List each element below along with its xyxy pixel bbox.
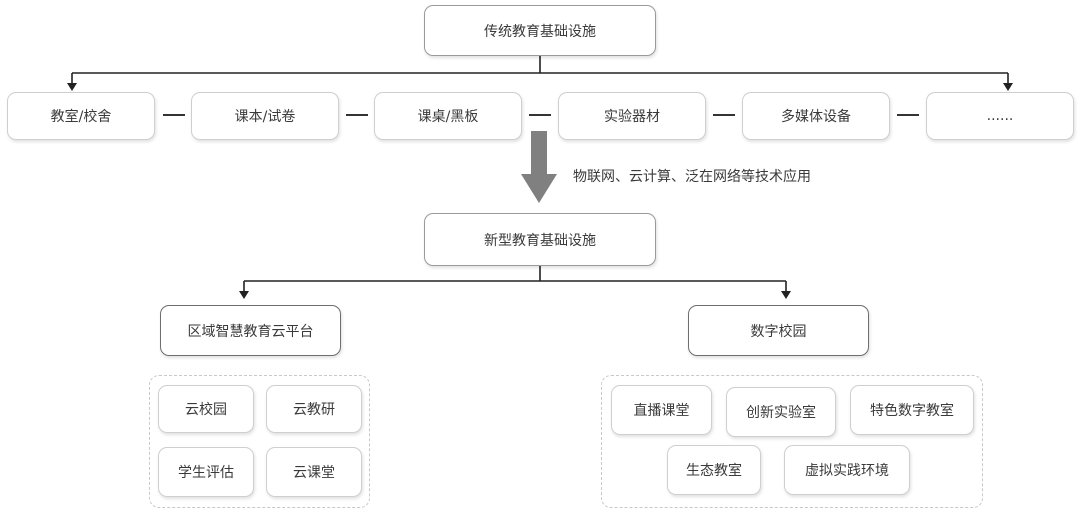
cloud-platform-item-label: 云教研 (293, 402, 335, 418)
cloud-platform-item: 云教研 (266, 385, 362, 433)
cloud-platform-group (149, 375, 370, 508)
traditional-infrastructure-box: 传统教育基础设施 (424, 5, 656, 56)
traditional-item-label: 课桌/黑板 (417, 109, 479, 125)
new-infrastructure-title: 新型教育基础设施 (484, 232, 596, 249)
traditional-item-label: 多媒体设备 (781, 109, 851, 125)
cloud-platform-item-label: 云课堂 (293, 465, 335, 481)
traditional-item-label: 课本/试卷 (234, 109, 296, 125)
cloud-platform-item: 云校园 (158, 385, 254, 433)
digital-campus-box: 数字校园 (688, 305, 869, 356)
transition-arrow-head (521, 174, 557, 203)
digital-campus-title: 数字校园 (750, 323, 807, 340)
digital-campus-item: 创新实验室 (726, 387, 836, 437)
traditional-item-box: 实验器材 (558, 92, 706, 140)
digital-campus-item-label: 特色数字教室 (870, 403, 954, 419)
separator-dash (713, 114, 735, 116)
cloud-platform-title: 区域智慧教育云平台 (187, 323, 314, 340)
transition-label: 物联网、云计算、泛在网络等技术应用 (573, 169, 811, 185)
digital-campus-item: 直播课堂 (611, 385, 712, 435)
digital-campus-item-label: 生态教室 (686, 463, 742, 479)
traditional-item-box: 教室/校舍 (7, 92, 155, 140)
traditional-item-label: ...... (986, 108, 1014, 124)
traditional-item-label: 实验器材 (604, 109, 660, 125)
arrow-head-new-left (239, 291, 249, 299)
cloud-platform-box: 区域智慧教育云平台 (160, 305, 341, 356)
transition-arrow-shaft (531, 131, 547, 175)
cloud-platform-item: 学生评估 (158, 447, 254, 497)
digital-campus-group (601, 375, 983, 508)
digital-campus-item: 虚拟实践环境 (784, 445, 910, 495)
separator-dash (163, 114, 185, 116)
traditional-item-box: 课桌/黑板 (374, 92, 522, 140)
traditional-item-box: ...... (926, 92, 1074, 140)
digital-campus-item-label: 虚拟实践环境 (805, 463, 889, 479)
separator-dash (346, 114, 368, 116)
arrow-head-new-right (781, 291, 791, 299)
cloud-platform-item-label: 学生评估 (178, 465, 234, 481)
traditional-item-box: 多媒体设备 (742, 92, 890, 140)
arrow-head-right (1003, 83, 1013, 91)
new-infrastructure-box: 新型教育基础设施 (424, 213, 656, 266)
arrow-head-left (67, 83, 77, 91)
traditional-item-box: 课本/试卷 (191, 92, 339, 140)
separator-dash (529, 114, 551, 116)
digital-campus-item: 特色数字教室 (850, 385, 974, 435)
digital-campus-item-label: 创新实验室 (746, 405, 816, 421)
digital-campus-item-label: 直播课堂 (633, 403, 690, 419)
traditional-infrastructure-title: 传统教育基础设施 (484, 23, 596, 40)
separator-dash (897, 114, 919, 116)
digital-campus-item: 生态教室 (667, 445, 761, 495)
cloud-platform-item-label: 云校园 (185, 402, 227, 418)
traditional-item-label: 教室/校舍 (50, 109, 112, 125)
cloud-platform-item: 云课堂 (266, 447, 362, 497)
